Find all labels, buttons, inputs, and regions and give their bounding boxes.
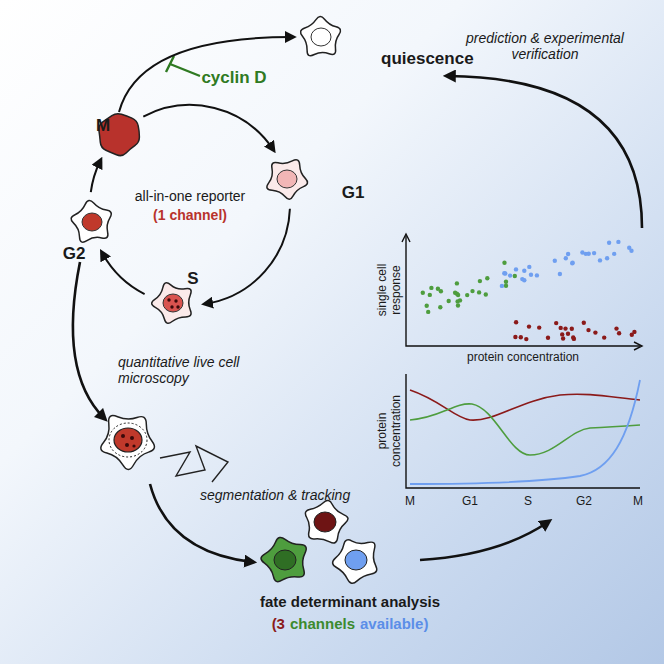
cell-shape <box>262 157 312 201</box>
cell-shape <box>296 14 346 60</box>
text-label: G1 <box>462 495 478 509</box>
text-label: protein concentration <box>467 351 579 365</box>
text-label: S <box>524 495 532 509</box>
flow-arrow <box>448 76 642 228</box>
cycle-arrow <box>143 105 273 149</box>
cell-node: M <box>94 112 144 156</box>
cell-shape <box>67 200 117 244</box>
fate-cell <box>261 537 306 581</box>
text-label: available) <box>360 615 428 632</box>
text-label: prediction & experimental verification <box>460 30 630 62</box>
cell-node: S <box>148 281 198 325</box>
segmented-cell <box>101 416 155 470</box>
line-plot <box>406 374 640 488</box>
text-label: (1 channel) <box>153 207 227 223</box>
text-label: segmentation & tracking <box>200 487 350 503</box>
axis-label: protein concentration <box>376 381 404 481</box>
text-label: (3 <box>272 615 285 632</box>
flow-arrow <box>420 522 548 560</box>
fate-cell <box>333 540 377 583</box>
cycle-arrow <box>91 161 100 192</box>
cycle-arrow <box>119 37 292 112</box>
cell-node: quiescence <box>296 14 346 60</box>
text-label: channels <box>290 615 355 632</box>
phase-label: quiescence <box>381 49 474 69</box>
inhibition-line <box>166 56 200 76</box>
fate-cell <box>305 501 348 543</box>
text-label: M <box>633 495 643 509</box>
cycle-arrow <box>206 209 290 304</box>
axis-label: single cell response <box>376 240 404 340</box>
scatter-plot <box>402 234 642 350</box>
label-row: (3 channels available) <box>272 615 429 632</box>
tracking-trace <box>160 446 228 482</box>
cell-node: G2 <box>67 200 117 244</box>
text-label: G2 <box>576 495 592 509</box>
cycle-arrow <box>102 253 144 294</box>
text-label: quantitative live cell microscopy <box>118 354 268 386</box>
phase-label: G2 <box>63 244 86 264</box>
flow-arrow <box>73 262 104 418</box>
cell-node: G1 <box>262 157 312 201</box>
text-label: M <box>405 495 415 509</box>
text-label: all-in-one reporter <box>135 188 246 204</box>
phase-label: S <box>187 269 198 289</box>
text-label: fate determinant analysis <box>260 593 440 610</box>
phase-label: M <box>96 116 110 136</box>
text-label: cyclin D <box>201 68 266 88</box>
phase-label: G1 <box>342 183 365 203</box>
